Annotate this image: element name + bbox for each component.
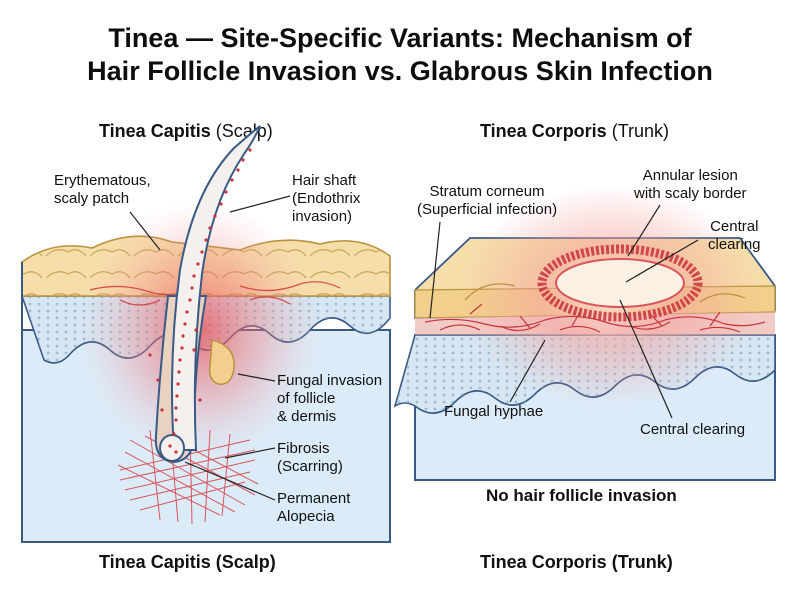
right-heading-bold: Tinea Corporis <box>480 121 607 141</box>
label-permanent-alopecia: Permanent Alopecia <box>277 490 351 525</box>
label-erythematous-patch: Erythematous, scaly patch <box>54 172 151 207</box>
left-skin-block <box>20 125 391 543</box>
endothrix-spores <box>148 148 252 454</box>
no-follicle-invasion-note: No hair follicle invasion <box>486 486 677 505</box>
hair-bulb <box>159 434 185 462</box>
central-clearing-area <box>555 258 685 308</box>
label-stratum-corneum: Stratum corneum (Superficial infection) <box>417 183 558 218</box>
title-line-2: Hair Follicle Invasion vs. Glabrous Skin… <box>87 56 713 86</box>
right-leader-lines <box>429 204 699 419</box>
title-line-1: Tinea — Site-Specific Variants: Mechanis… <box>108 23 692 53</box>
right-bottom-caption: Tinea Corporis (Trunk) <box>480 552 673 572</box>
label-fungal-hyphae: Fungal hyphae <box>444 403 544 420</box>
right-panel-heading: Tinea Corporis (Trunk) <box>480 121 669 142</box>
label-central-clearing-bottom: Central clearing <box>640 421 746 438</box>
label-fibrosis: Fibrosis (Scarring) <box>277 440 343 475</box>
fungal-hyphae <box>424 303 766 333</box>
label-fungal-invasion: Fungal invasion of follicle & dermis <box>277 372 383 425</box>
label-central-clearing-top: Central clearing <box>708 218 761 253</box>
right-skin-block <box>393 185 776 481</box>
left-heading-bold: Tinea Capitis <box>99 121 211 141</box>
annular-lesion-ring <box>537 244 703 322</box>
left-leader-lines <box>129 195 291 501</box>
label-hair-shaft: Hair shaft (Endothrix invasion) <box>292 172 361 225</box>
diagram-title: Tinea — Site-Specific Variants: Mechanis… <box>0 22 800 88</box>
right-heading-rest: (Trunk) <box>611 121 670 141</box>
label-annular-lesion: Annular lesion with scaly border <box>634 167 747 202</box>
left-bottom-caption: Tinea Capitis (Scalp) <box>99 552 276 572</box>
sebaceous-gland <box>208 339 235 385</box>
hair-shaft <box>171 125 261 451</box>
